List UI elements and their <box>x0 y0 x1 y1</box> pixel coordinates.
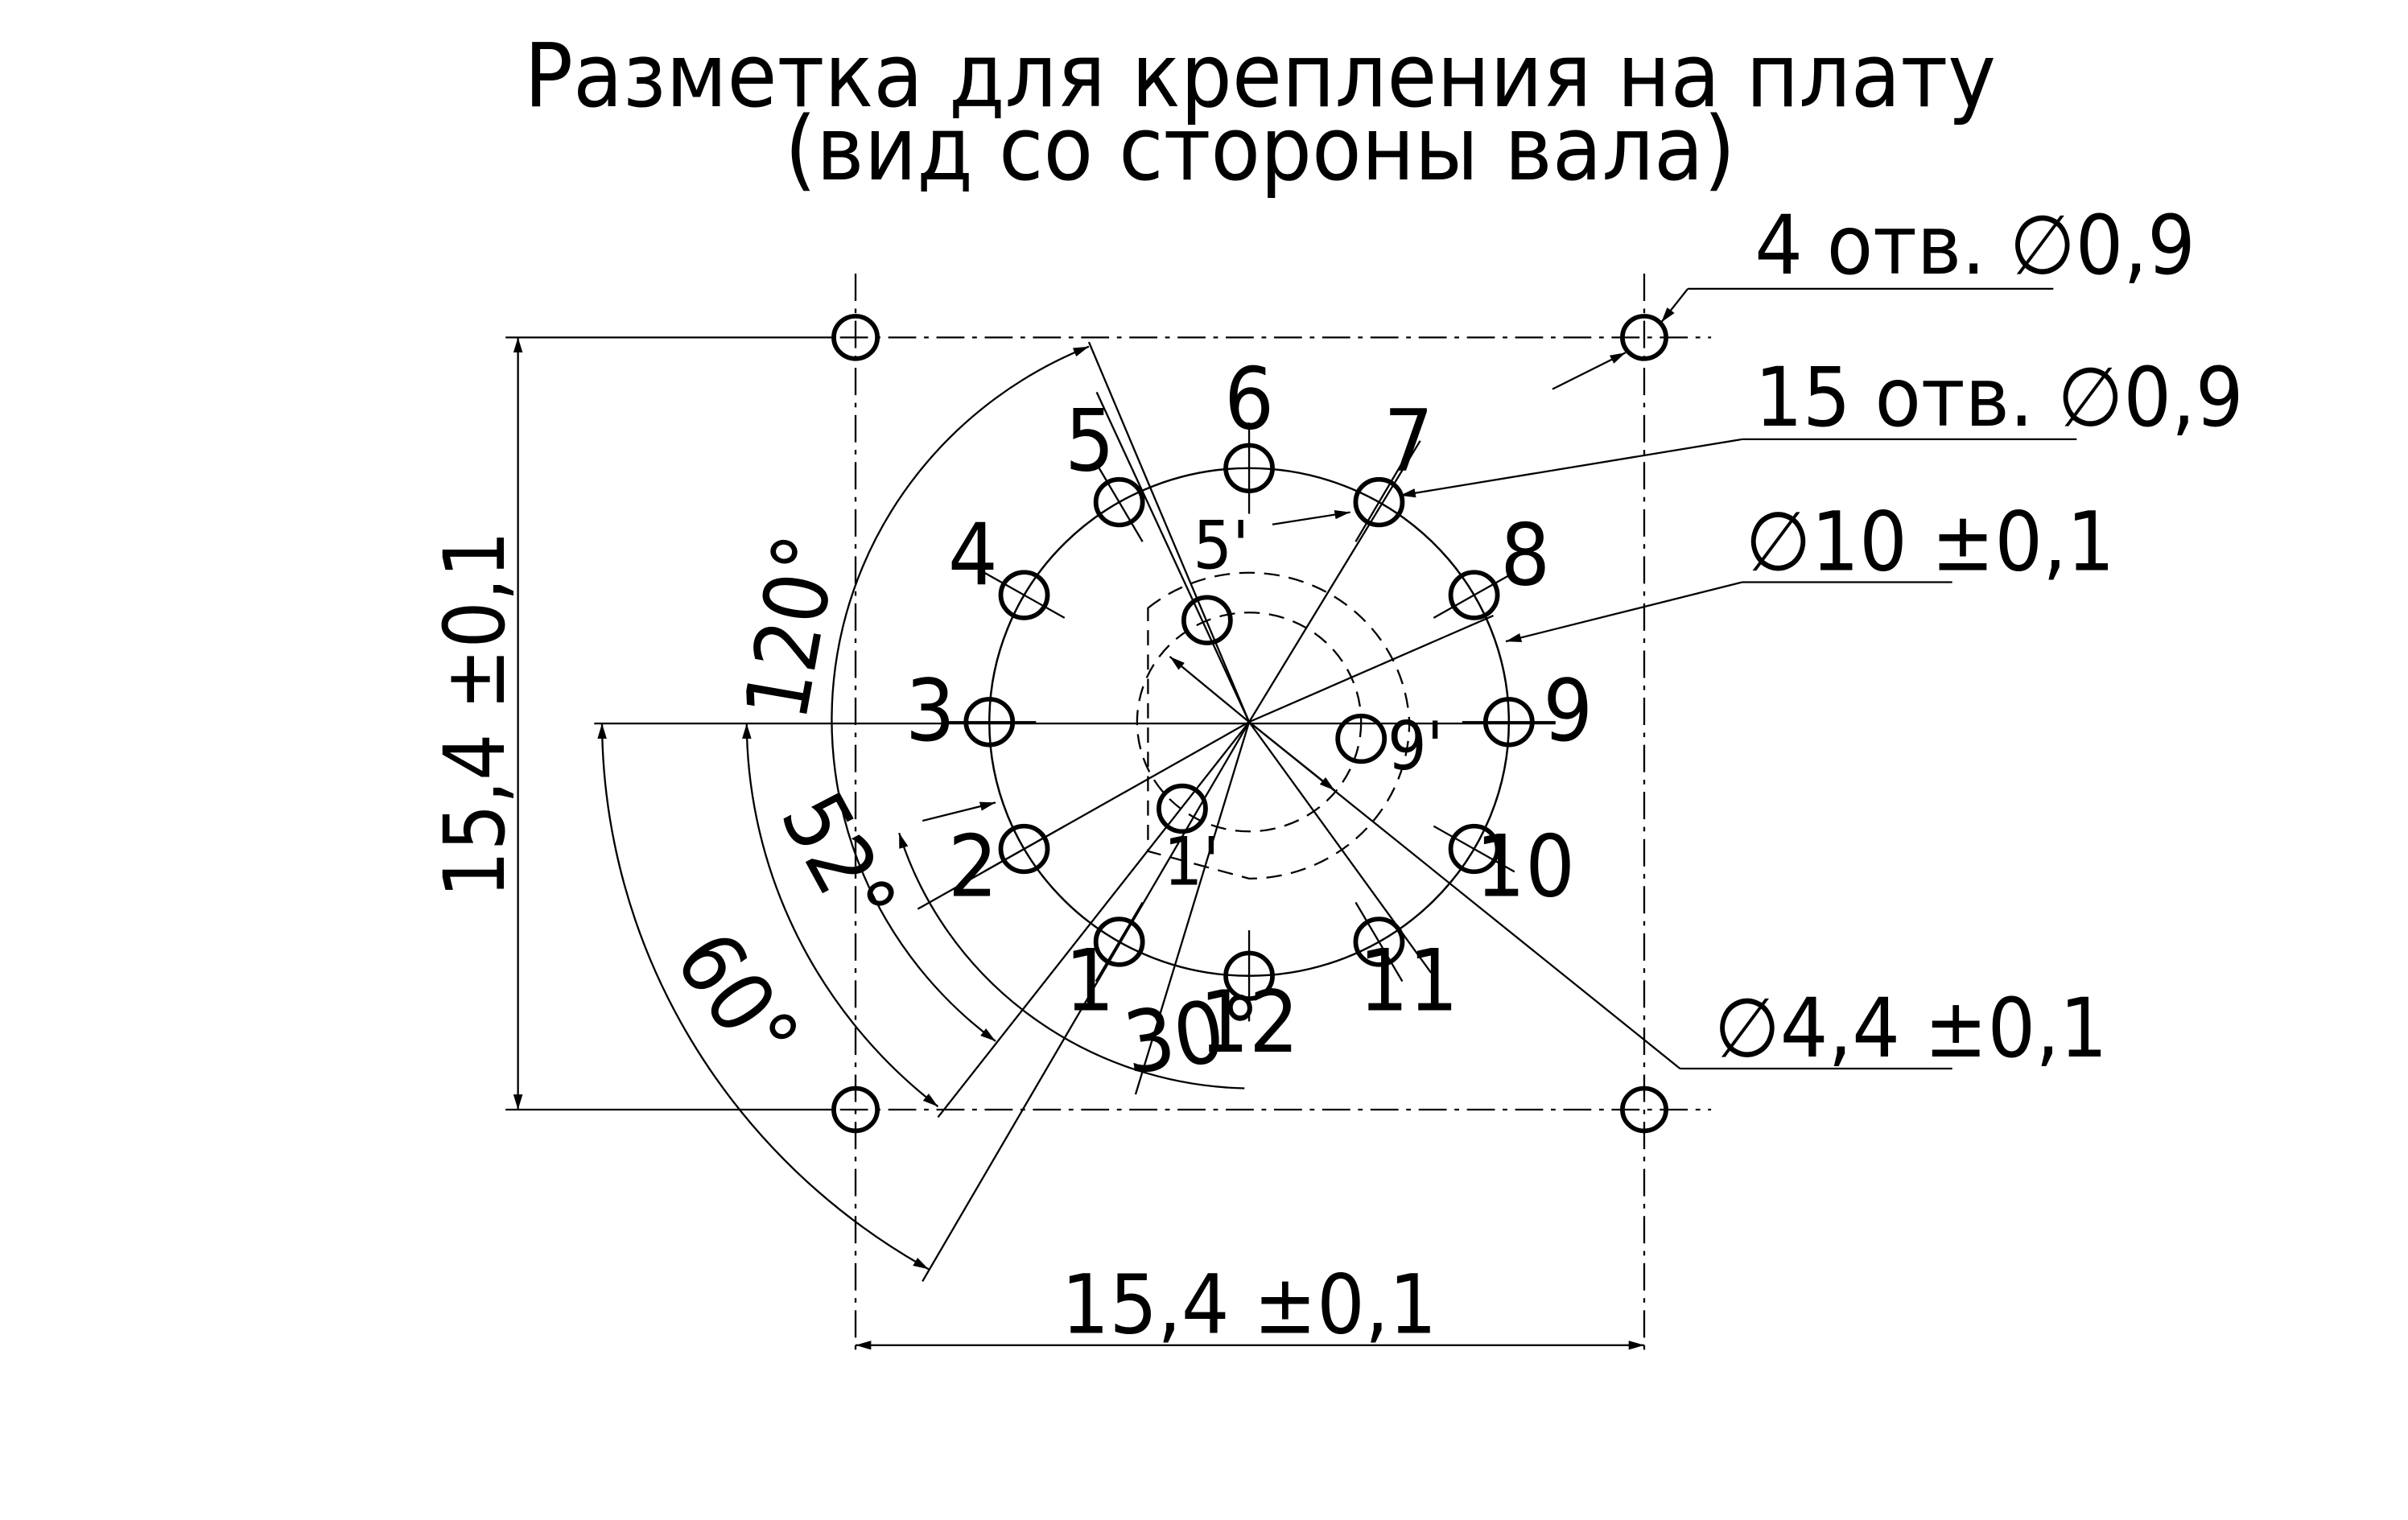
outer-hole-label-8: 8 <box>1500 506 1550 605</box>
inner-hole-1' <box>1157 783 1208 834</box>
ext-120-top <box>1087 341 1251 723</box>
inner-pitch-circle <box>1136 612 1363 833</box>
outer-hole-10 <box>1448 823 1500 875</box>
outer-hole-label-10: 10 <box>1475 818 1575 917</box>
inner-hole-5' <box>1181 595 1233 645</box>
outer-hole-6 <box>1223 443 1275 493</box>
radial-line-7 <box>1354 462 1404 542</box>
arc-60 <box>597 723 930 1271</box>
inner-holes <box>1157 595 1387 834</box>
inner-hole-9' <box>1335 713 1387 764</box>
outer-hole-9 <box>1482 697 1535 748</box>
angular-dimensions <box>597 341 1251 1282</box>
ext-60 <box>922 721 1251 1282</box>
outer-hole-label-12: 12 <box>1199 974 1299 1073</box>
leader-circle-holes-tail <box>1272 509 1350 525</box>
leader-circle-holes <box>1400 438 1742 498</box>
callout-leaders <box>922 287 2077 1070</box>
outer-hole-label-3: 3 <box>905 662 955 761</box>
outer-hole-label-11: 11 <box>1359 932 1458 1031</box>
square-center-lines <box>839 274 1712 1353</box>
drawing-title-line1: Разметка для крепления на плату <box>524 25 1996 128</box>
inner-hole-label-9': 9' <box>1387 707 1444 785</box>
radial-line-5 <box>1095 462 1144 542</box>
angle-30-label: 30° <box>1118 978 1269 1094</box>
leader-mount-holes <box>1660 288 1689 323</box>
leader-outer-circle <box>1505 581 1743 643</box>
linear-dimensions <box>505 336 1644 1350</box>
dim-horizontal-value: 15,4 ±0,1 <box>1062 1258 1437 1353</box>
leader-inner-circle-arrow2 <box>1169 656 1250 723</box>
mounting-hole-top-right <box>1620 314 1668 361</box>
dim-vertical-value: 15,4 ±0,1 <box>427 531 524 898</box>
leader-mount-holes-tail <box>1552 352 1627 390</box>
outer-hole-label-6: 6 <box>1224 351 1274 450</box>
angle-60-label: 60° <box>655 915 818 1082</box>
radial-line-11 <box>1354 901 1404 982</box>
drawing-title-line2: (вид со стороны вала) <box>785 98 1735 201</box>
center-ray-5 <box>1134 721 1251 1095</box>
inner-hole-label-1': 1' <box>1164 822 1220 900</box>
outer-hole-8 <box>1448 570 1500 620</box>
radial-line-1 <box>1095 901 1144 982</box>
outer-hole-label-5: 5 <box>1065 393 1115 492</box>
radial-line-8 <box>1433 571 1515 619</box>
outer-hole-label-4: 4 <box>948 506 998 605</box>
outer-hole-label-7: 7 <box>1383 393 1433 492</box>
center-ray-2 <box>1248 440 1421 723</box>
mounting-hole-bottom-right <box>1620 1085 1668 1134</box>
angle-120-label: 120° <box>727 528 859 727</box>
center-ray-1 <box>1095 391 1251 723</box>
outer-hole-7 <box>1353 476 1405 528</box>
ext-30 <box>917 721 1250 910</box>
callout-outer-circle: ∅10 ±0,1 <box>1746 494 2115 590</box>
arc-30 <box>898 832 1245 1090</box>
arc-120 <box>831 345 1090 1042</box>
outer-hole-11 <box>1353 917 1405 967</box>
outer-hole-12 <box>1223 950 1275 1001</box>
outer-hole-5 <box>1093 476 1145 528</box>
callout-circle-holes: 15 отв. ∅0,9 <box>1754 350 2243 446</box>
callout-mount-holes: 4 отв. ∅0,9 <box>1754 198 2196 294</box>
leader-inner-circle-arrow <box>1248 721 1336 792</box>
callout-inner-circle: ∅4,4 ±0,1 <box>1714 981 2108 1077</box>
ext-52 <box>937 721 1250 1118</box>
inner-hole-numbers: 1' 5' 9' <box>1164 506 1444 900</box>
outer-hole-1 <box>1093 917 1145 967</box>
inner-hole-label-5': 5' <box>1193 506 1249 584</box>
outer-hole-label-9: 9 <box>1543 662 1593 761</box>
center-ray-3 <box>1248 615 1494 723</box>
inner-dashed-contour <box>1147 571 1411 879</box>
angle-52-label: 52° <box>761 777 915 943</box>
radial-line-10 <box>1433 825 1515 873</box>
